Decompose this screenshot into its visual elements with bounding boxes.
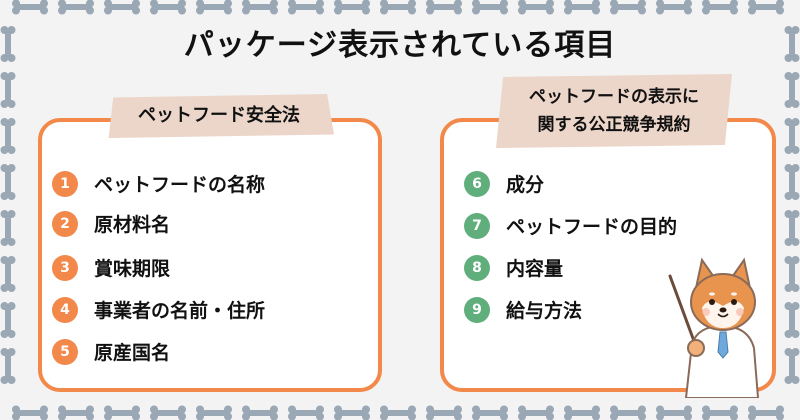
- bone-icon: [242, 0, 278, 15]
- bone-icon: [748, 0, 784, 15]
- item-number-badge: 3: [52, 254, 78, 281]
- bone-icon: [784, 72, 800, 108]
- bone-icon: [656, 405, 692, 420]
- bone-icon: [784, 118, 800, 154]
- bone-icon: [702, 0, 738, 15]
- bone-icon: [380, 0, 416, 15]
- bone-icon: [12, 0, 48, 15]
- bone-icon: [610, 0, 646, 15]
- bone-icon: [564, 405, 600, 420]
- bone-icon: [0, 164, 16, 200]
- bone-icon: [104, 405, 140, 420]
- bone-icon: [518, 405, 554, 420]
- item-number-badge: 7: [464, 212, 490, 239]
- bone-icon: [0, 210, 16, 246]
- bone-icon: [426, 0, 462, 15]
- list-item: 4 事業者の名前・住所: [52, 296, 265, 323]
- bone-icon: [334, 405, 370, 420]
- item-label: 内容量: [506, 258, 564, 280]
- bone-icon: [58, 405, 94, 420]
- item-label: 原産国名: [94, 342, 171, 364]
- item-label: 賞味期限: [94, 258, 171, 280]
- list-item: 2 原材料名: [52, 210, 170, 237]
- bone-icon: [702, 405, 738, 420]
- bone-icon: [12, 405, 48, 420]
- bone-icon: [0, 72, 16, 108]
- item-label: ペットフードの目的: [506, 216, 678, 238]
- list-item: 3 賞味期限: [52, 254, 170, 281]
- list-item: 9 給与方法: [464, 296, 582, 323]
- right-panel-heading-line2: 関する公正競争規約: [537, 115, 691, 135]
- item-number-badge: 8: [464, 254, 490, 281]
- bone-icon: [0, 302, 16, 338]
- list-item: 7 ペットフードの目的: [464, 212, 677, 239]
- bone-icon: [288, 0, 324, 15]
- list-item: 6 成分: [464, 170, 544, 197]
- item-label: 成分: [506, 174, 545, 196]
- bone-icon: [784, 210, 800, 246]
- item-number-badge: 1: [52, 170, 78, 197]
- bone-icon: [334, 0, 370, 15]
- item-label: 事業者の名前・住所: [94, 300, 266, 322]
- bone-icon: [380, 405, 416, 420]
- bone-icon: [426, 405, 462, 420]
- list-item: 5 原産国名: [52, 338, 170, 365]
- bone-icon: [196, 405, 232, 420]
- item-number-badge: 4: [52, 296, 78, 323]
- bone-icon: [104, 0, 140, 15]
- bone-icon: [58, 0, 94, 15]
- bone-icon: [564, 0, 600, 15]
- item-label: ペットフードの名称: [94, 174, 266, 196]
- bone-icon: [610, 405, 646, 420]
- bone-icon: [518, 0, 554, 15]
- list-item: 1 ペットフードの名称: [52, 170, 265, 197]
- bone-icon: [242, 405, 278, 420]
- bone-icon: [0, 256, 16, 292]
- left-panel-heading: ペットフード安全法: [108, 94, 334, 138]
- bone-icon: [748, 405, 784, 420]
- item-label: 原材料名: [94, 214, 171, 236]
- bone-icon: [472, 405, 508, 420]
- list-item: 8 内容量: [464, 254, 563, 281]
- bone-icon: [150, 405, 186, 420]
- bone-icon: [656, 0, 692, 15]
- bone-icon: [784, 164, 800, 200]
- item-number-badge: 5: [52, 338, 78, 365]
- bone-icon: [472, 0, 508, 15]
- bone-icon: [0, 118, 16, 154]
- bone-icon: [784, 256, 800, 292]
- bone-icon: [288, 405, 324, 420]
- right-panel-heading-line1: ペットフードの表示に: [529, 87, 699, 107]
- bone-icon: [150, 0, 186, 15]
- item-number-badge: 2: [52, 210, 78, 237]
- bone-icon: [784, 302, 800, 338]
- bone-icon: [784, 348, 800, 384]
- page-title: パッケージ表示されている項目: [183, 28, 617, 63]
- right-panel-heading: ペットフードの表示に 関する公正競争規約: [496, 74, 732, 148]
- shiba-dog-teacher-illustration: [668, 257, 760, 398]
- bone-icon: [0, 348, 16, 384]
- bone-icon: [196, 0, 232, 15]
- item-label: 給与方法: [506, 300, 583, 322]
- item-number-badge: 6: [464, 170, 490, 197]
- item-number-badge: 9: [464, 296, 490, 323]
